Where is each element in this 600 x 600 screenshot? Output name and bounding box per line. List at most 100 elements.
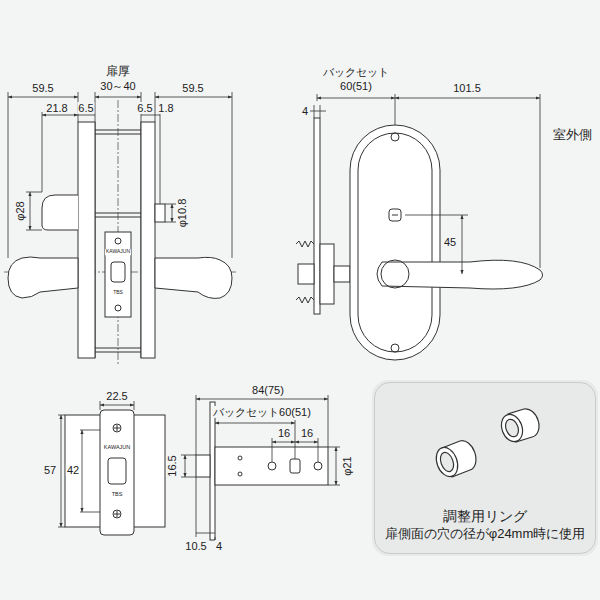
side-view-dimensions (155, 97, 232, 98)
side-view-dimensions (141, 115, 155, 116)
side-view (155, 204, 165, 222)
side-view (95, 134, 141, 135)
front-view (392, 215, 398, 216)
dimension-value: φ10.8 (176, 198, 188, 229)
latch-side-dimensions (295, 420, 296, 459)
latch-side-dimensions (215, 423, 295, 424)
dimension-value: 101.5 (452, 82, 482, 94)
latch-side-dimensions (185, 455, 186, 477)
dimension-value: 84(75) (251, 384, 285, 396)
front-view-dimensions (540, 94, 541, 268)
side-view (105, 232, 131, 317)
maker-mark: TBS (111, 491, 124, 497)
latch-side-dimensions (181, 455, 196, 456)
dimension-value: 6.5 (77, 102, 94, 114)
side-view-dimensions (160, 112, 161, 204)
front-view-dimensions (317, 98, 395, 99)
dimension-value: バックセット60(51) (212, 406, 312, 418)
dimension-value: 45 (443, 236, 457, 248)
side-view (95, 348, 141, 349)
side-view (95, 352, 141, 353)
front-view (377, 260, 543, 289)
latch-front-dimensions (82, 430, 83, 512)
front-view (314, 118, 320, 314)
side-view-dimensions (26, 230, 42, 231)
latch-front-dimensions (80, 430, 100, 431)
latch-side (268, 462, 276, 470)
maker-mark: KAWAJUN (105, 249, 131, 255)
dimension-value: φ28 (14, 200, 26, 221)
latch-front-dimensions (58, 401, 134, 527)
adjustment-ring (432, 409, 539, 480)
front-view (298, 264, 314, 284)
latch-front (113, 510, 121, 518)
side-view-dimensions (42, 115, 78, 116)
front-view (391, 344, 399, 352)
dimension-value: 30～40 (99, 80, 136, 92)
dimension-value: 4 (215, 540, 223, 552)
latch-front-dimensions (58, 527, 65, 528)
latch-side-dimensions (328, 395, 329, 447)
latch-side (215, 447, 328, 485)
dimension-value: 22.5 (105, 390, 128, 402)
side-view (115, 305, 121, 311)
front-view (320, 244, 334, 304)
latch-front-dimensions (134, 401, 135, 410)
side-note: 室外側 (552, 128, 593, 142)
side-view-dimensions (8, 92, 232, 258)
latch-side-dimensions (196, 533, 215, 534)
dimension-value: 16 (277, 427, 291, 439)
latch-side (210, 402, 215, 540)
side-view-dimensions (78, 115, 95, 116)
latch-side-dimensions (181, 477, 196, 478)
latch-front-dimensions (100, 401, 101, 410)
latch-side (290, 459, 300, 473)
front-view (381, 260, 409, 288)
dimension-title: 扉厚 (105, 65, 131, 78)
side-view (95, 213, 141, 214)
latch-side-dimensions (328, 485, 340, 486)
side-view (95, 217, 141, 218)
front-view (334, 266, 350, 282)
maker-mark: KAWAJUN (103, 444, 131, 450)
side-view-dimensions (30, 192, 31, 230)
side-view (4, 100, 238, 366)
front-view-dimensions (314, 105, 315, 118)
latch-side (238, 472, 242, 476)
front-view (358, 133, 432, 352)
dimension-value: 57 (43, 464, 57, 476)
panel-fill (372, 380, 598, 556)
latch-front (117, 425, 118, 431)
side-view (155, 257, 232, 298)
latch-side-dimensions (272, 442, 295, 443)
front-view (391, 133, 399, 141)
latch-front (108, 458, 126, 484)
latch-side-dimensions (181, 395, 340, 540)
side-view-dimensions (165, 222, 176, 223)
dimension-value: φ21 (341, 455, 353, 476)
dimension-value: 59.5 (31, 82, 54, 94)
side-view-dimensions (155, 92, 156, 122)
adjustment-ring (438, 451, 456, 474)
latch-front-dimensions (61, 415, 62, 527)
dimension-value: 4 (301, 105, 309, 117)
front-view (296, 297, 314, 303)
latch-side-dimensions (196, 395, 197, 455)
side-view-dimensions (26, 192, 42, 193)
front-view-dimensions (395, 94, 396, 125)
latch-front (65, 410, 165, 535)
dimension-value: 59.5 (181, 82, 204, 94)
dimension-value: 10.5 (184, 540, 207, 552)
latch-front-dimensions (80, 512, 100, 513)
latch-front (65, 415, 165, 527)
side-view-dimensions (8, 92, 9, 258)
adjustment-ring (503, 417, 520, 438)
latch-side-dimensions (336, 447, 337, 485)
side-view (115, 238, 121, 244)
side-view (8, 257, 78, 298)
latch-front-dimensions (58, 415, 65, 416)
dimension-value: 6.5 (136, 102, 153, 114)
side-view-dimensions (42, 112, 43, 192)
front-view (296, 241, 314, 247)
latch-side-dimensions (295, 442, 318, 443)
